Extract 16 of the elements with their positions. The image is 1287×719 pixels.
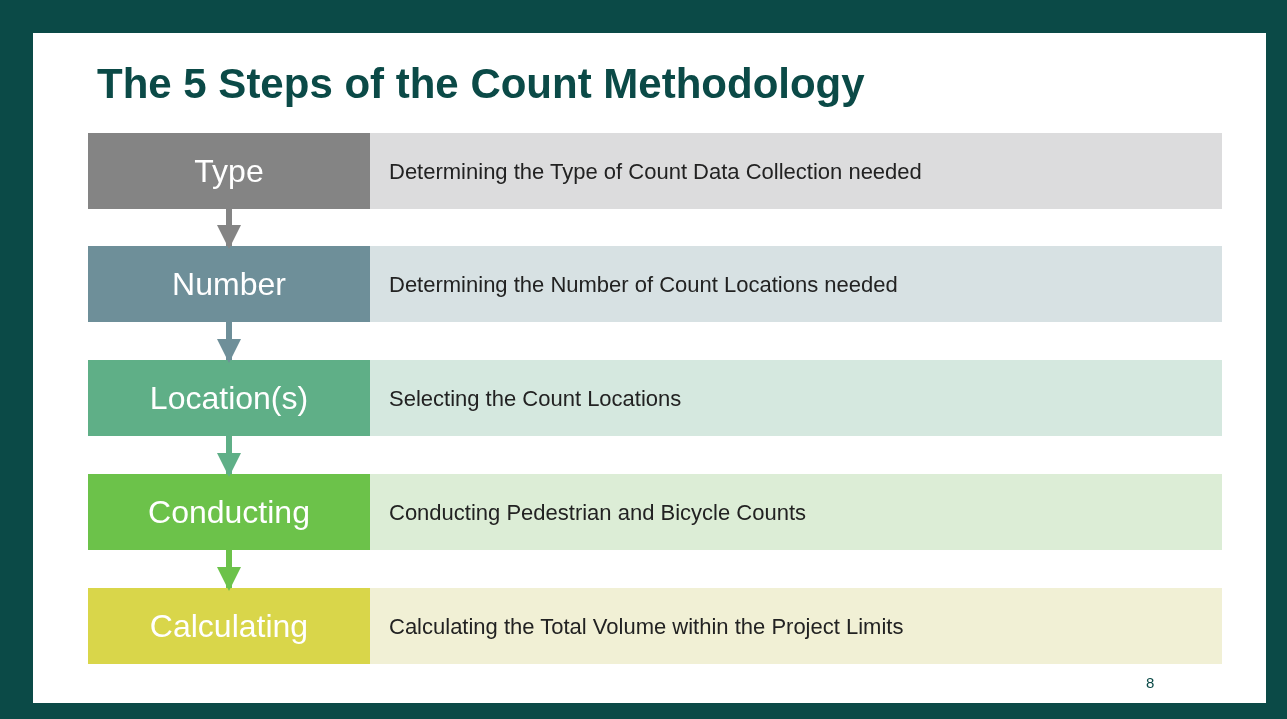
description-box: Determining the Number of Count Locations needed (370, 246, 1222, 322)
arrow (217, 550, 241, 591)
page-number: 8 (1146, 673, 1155, 693)
arrow (217, 322, 241, 363)
description-box: Selecting the Count Locations (370, 360, 1222, 436)
step-box: Type (88, 133, 370, 209)
step-box: Conducting (88, 474, 370, 550)
arrow (217, 436, 241, 477)
step-box: Location(s) (88, 360, 370, 436)
title: The 5 Steps of the Count Methodology (97, 59, 865, 109)
description-box: Calculating the Total Volume within the Project Limits (370, 588, 1222, 664)
description-box: Conducting Pedestrian and Bicycle Counts (370, 474, 1222, 550)
step-box: Number (88, 246, 370, 322)
step-box: Calculating (88, 588, 370, 664)
arrow (217, 209, 241, 249)
description-box: Determining the Type of Count Data Collection needed (370, 133, 1222, 209)
